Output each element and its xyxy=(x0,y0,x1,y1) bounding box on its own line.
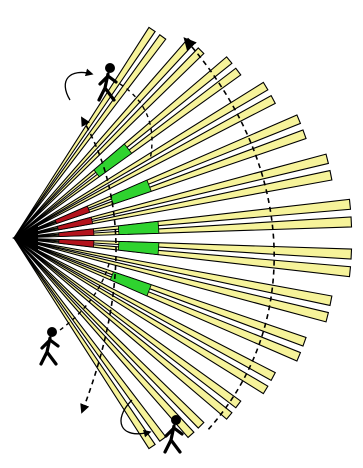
beam-6-a xyxy=(13,153,330,239)
beam-6-b xyxy=(13,169,333,239)
beam-13-b xyxy=(13,237,195,439)
inner-arc-path xyxy=(80,116,117,414)
near-zone-segment-8 xyxy=(58,239,95,248)
beam-8-a xyxy=(13,237,353,260)
beam-12-b xyxy=(13,237,233,420)
walker-bottom xyxy=(163,415,184,454)
beam-9-b xyxy=(13,237,330,323)
walker-left xyxy=(39,327,60,366)
beam-12-a xyxy=(13,237,242,409)
beam-9-a xyxy=(13,237,333,307)
dashed-arc-link-left xyxy=(59,259,111,331)
outer-arc-path xyxy=(183,37,275,433)
mid-zone-segment-7 xyxy=(117,220,160,235)
near-zone-segment-7 xyxy=(58,228,95,237)
beam-11-b xyxy=(13,237,269,395)
beam-4-a xyxy=(13,81,269,239)
sensor-apex xyxy=(12,226,38,250)
bottom-loop-path xyxy=(120,399,152,438)
top-loop-path xyxy=(64,68,94,101)
person-walking-icon xyxy=(39,327,60,366)
beam-4-b xyxy=(13,94,277,239)
person-walking-icon xyxy=(97,63,118,102)
mid-zone-segment-10 xyxy=(109,271,152,297)
mid-zone-segment-8 xyxy=(117,241,160,256)
person-walking-icon xyxy=(163,415,184,454)
beam-8-b xyxy=(13,237,352,278)
beam-11-a xyxy=(13,237,277,382)
beam-7-b xyxy=(13,216,353,239)
beam-2-b xyxy=(13,47,205,239)
beam-7-a xyxy=(13,198,352,239)
mid-zone-segment-5 xyxy=(109,179,152,205)
beam-13-a xyxy=(13,237,205,429)
detection-beams xyxy=(13,26,353,450)
dashed-arc-link-top xyxy=(119,83,153,161)
walker-top xyxy=(97,63,118,102)
